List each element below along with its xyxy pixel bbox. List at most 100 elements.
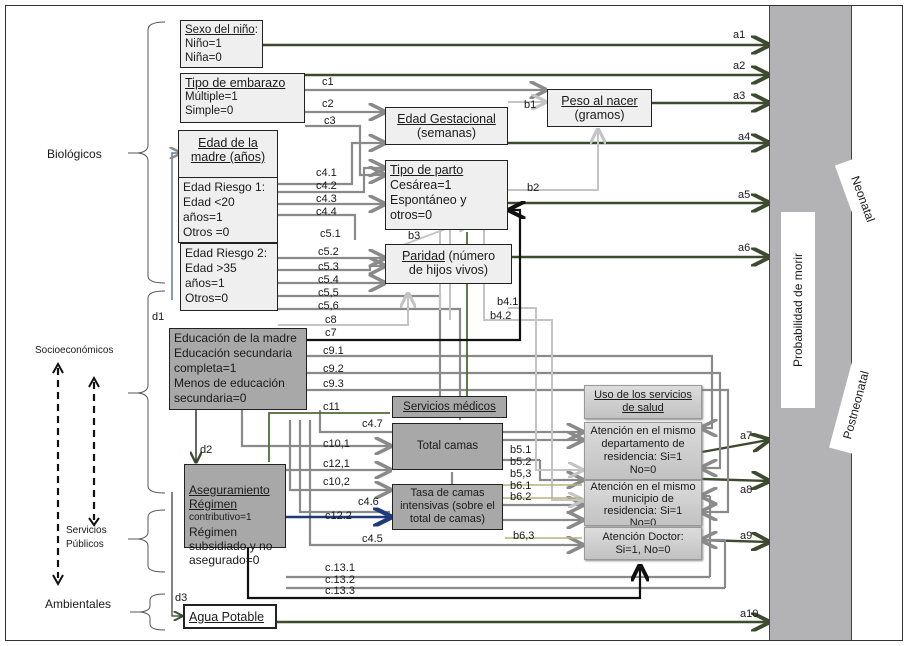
riesgo1-line: Otros =0: [183, 225, 230, 239]
atencion-depto-line: Atención en el mismo: [590, 425, 696, 437]
label-a1: a1: [733, 29, 746, 41]
label-c5-4: c5.4: [318, 274, 339, 286]
edad-madre-title: Edad de la: [198, 136, 258, 150]
box-tipo-embarazo: Tipo de embarazo Múltiple=1 Simple=0: [180, 73, 305, 123]
atencion-doctor-line: Si=1, No=0: [615, 544, 671, 556]
label-c9-1: c9.1: [323, 345, 344, 357]
label-a2: a2: [733, 60, 746, 72]
aseguramiento-title: Aseguramiento: [189, 483, 270, 497]
label-b2: b2: [527, 182, 540, 194]
category-socioeconomicos: Socioeconómicos: [35, 345, 114, 356]
path-d1: [172, 153, 180, 300]
label-c5-6: c5,6: [318, 300, 339, 312]
embarazo-title: Tipo de embarazo: [185, 76, 286, 90]
label-a9: a9: [740, 530, 753, 542]
box-atencion-departamento: Atención en el mismo departamento de res…: [584, 422, 702, 480]
atencion-depto-line: departamento de: [601, 438, 685, 450]
label-c4-1: c4.1: [316, 167, 337, 179]
edad-gestacional-title: Edad Gestacional: [397, 112, 496, 126]
label-c4-4: c4.4: [316, 206, 337, 218]
label-d2: d2: [200, 444, 213, 456]
educacion-line: secundaria=0: [174, 391, 247, 405]
uso-servicios-title: de salud: [622, 402, 664, 414]
parto-line: otros=0: [390, 208, 433, 222]
parto-line: Cesárea=1: [390, 178, 452, 192]
riesgo1-line: años=1: [183, 210, 223, 224]
brace-ambientales: [139, 593, 166, 631]
label-c12-1: c12,1: [323, 458, 350, 470]
category-braces: [128, 21, 166, 631]
box-tipo-parto: Tipo de parto Cesárea=1 Espontáneo y otr…: [385, 160, 508, 230]
label-a8: a8: [740, 484, 753, 496]
box-edad-gestacional: Edad Gestacional (semanas): [385, 107, 508, 145]
box-uso-servicios: Uso de los servicios de salud: [584, 385, 702, 419]
riesgo1-line: Edad <20: [183, 195, 235, 209]
agua-title: Agua Potable: [189, 610, 265, 624]
uso-servicios-title: Uso de los servicios: [594, 389, 692, 401]
edad-gestacional-sub: (semanas): [416, 126, 477, 140]
riesgo2-line: Otros=0: [185, 291, 229, 305]
label-c13-2: c.13.2: [325, 574, 355, 586]
label-a3: a3: [733, 90, 746, 102]
brace-servicios: [137, 509, 166, 573]
brace-biologicos: [137, 21, 166, 284]
label-a7: a7: [740, 430, 753, 442]
label-c9-2: c9.2: [323, 363, 344, 375]
label-b6-3: b6,3: [513, 530, 535, 542]
path-c13-3: [246, 548, 640, 600]
label-a4: a4: [738, 131, 751, 143]
label-c11: c11: [323, 401, 340, 413]
label-c4-2: c4.2: [316, 180, 337, 192]
label-c2: c2: [322, 98, 334, 110]
riesgo2-line: Edad Riesgo 2:: [185, 246, 268, 260]
label-a6: a6: [738, 242, 751, 254]
educacion-line: completa=1: [174, 361, 237, 375]
tasa-line: Tasa de camas: [410, 487, 485, 499]
path-d3: [171, 492, 182, 616]
box-servicios-medicos: Servicios médicos: [392, 396, 507, 418]
prob-morir-text: Probabilidad de morir: [791, 252, 805, 368]
label-a10: a10: [740, 608, 759, 620]
sexo-title: Sexo del niño: [185, 24, 255, 36]
label-c13-1: c.13.1: [325, 562, 355, 574]
label-c5-3: c5.3: [318, 261, 339, 273]
parto-line: Espontáneo y: [390, 193, 467, 207]
diagram-frame: [5, 5, 903, 641]
box-aseguramiento: Aseguramiento Régimen contributivo=1 Rég…: [184, 464, 286, 567]
aseguramiento-line: subsidiado y no: [189, 539, 273, 553]
box-tasa-camas: Tasa de camas intensivas (sobre el total…: [392, 484, 503, 530]
label-d3: d3: [175, 592, 188, 604]
total-camas-title: Total camas: [416, 440, 479, 452]
label-c4-6: c4.6: [358, 496, 379, 508]
label-b6-1: b6.1: [510, 480, 532, 492]
box-edad-riesgo-2: Edad Riesgo 2: Edad >35 años=1 Otros=0: [180, 243, 278, 311]
atencion-doctor-line: Atención Doctor:: [602, 531, 684, 543]
paridad-title: Paridad: [401, 249, 446, 263]
label-b6-2: b6.2: [510, 491, 532, 503]
box-agua-potable: Agua Potable: [183, 604, 277, 629]
peso-title: Peso al nacer: [561, 94, 638, 108]
label-c10-1: c10,1: [323, 438, 350, 450]
servicios-medicos-title: Servicios médicos: [403, 401, 496, 413]
box-total-camas: Total camas: [392, 423, 503, 470]
box-paridad: Paridad (número de hijos vivos): [385, 244, 512, 284]
category-biologicos: Biológicos: [47, 147, 102, 161]
label-b5-2: b5.2: [510, 456, 532, 468]
atencion-municipio-line: residencia: Si=1: [603, 505, 683, 517]
box-sexo-nino: Sexo del niño: Niño=1 Niña=0: [180, 20, 263, 68]
label-c1: c1: [322, 76, 334, 88]
sexo-line: Niña=0: [185, 52, 222, 64]
label-c7: c7: [325, 327, 337, 339]
paridad-line: de hijos vivos): [408, 263, 489, 277]
riesgo2-line: años=1: [185, 276, 225, 290]
category-servicios-2: Públicos: [66, 539, 104, 550]
prob-morir-label: Probabilidad de morir: [781, 212, 815, 408]
label-c4-3: c4.3: [316, 193, 337, 205]
label-c10-2: c10,2: [323, 476, 350, 488]
atencion-municipio-line: Atención en el mismo: [590, 481, 696, 493]
label-b4-1: b4.1: [497, 296, 519, 308]
category-ambientales: Ambientales: [45, 597, 112, 611]
label-c5-2: c5.2: [318, 246, 339, 258]
riesgo1-line: Edad Riesgo 1:: [183, 180, 266, 194]
